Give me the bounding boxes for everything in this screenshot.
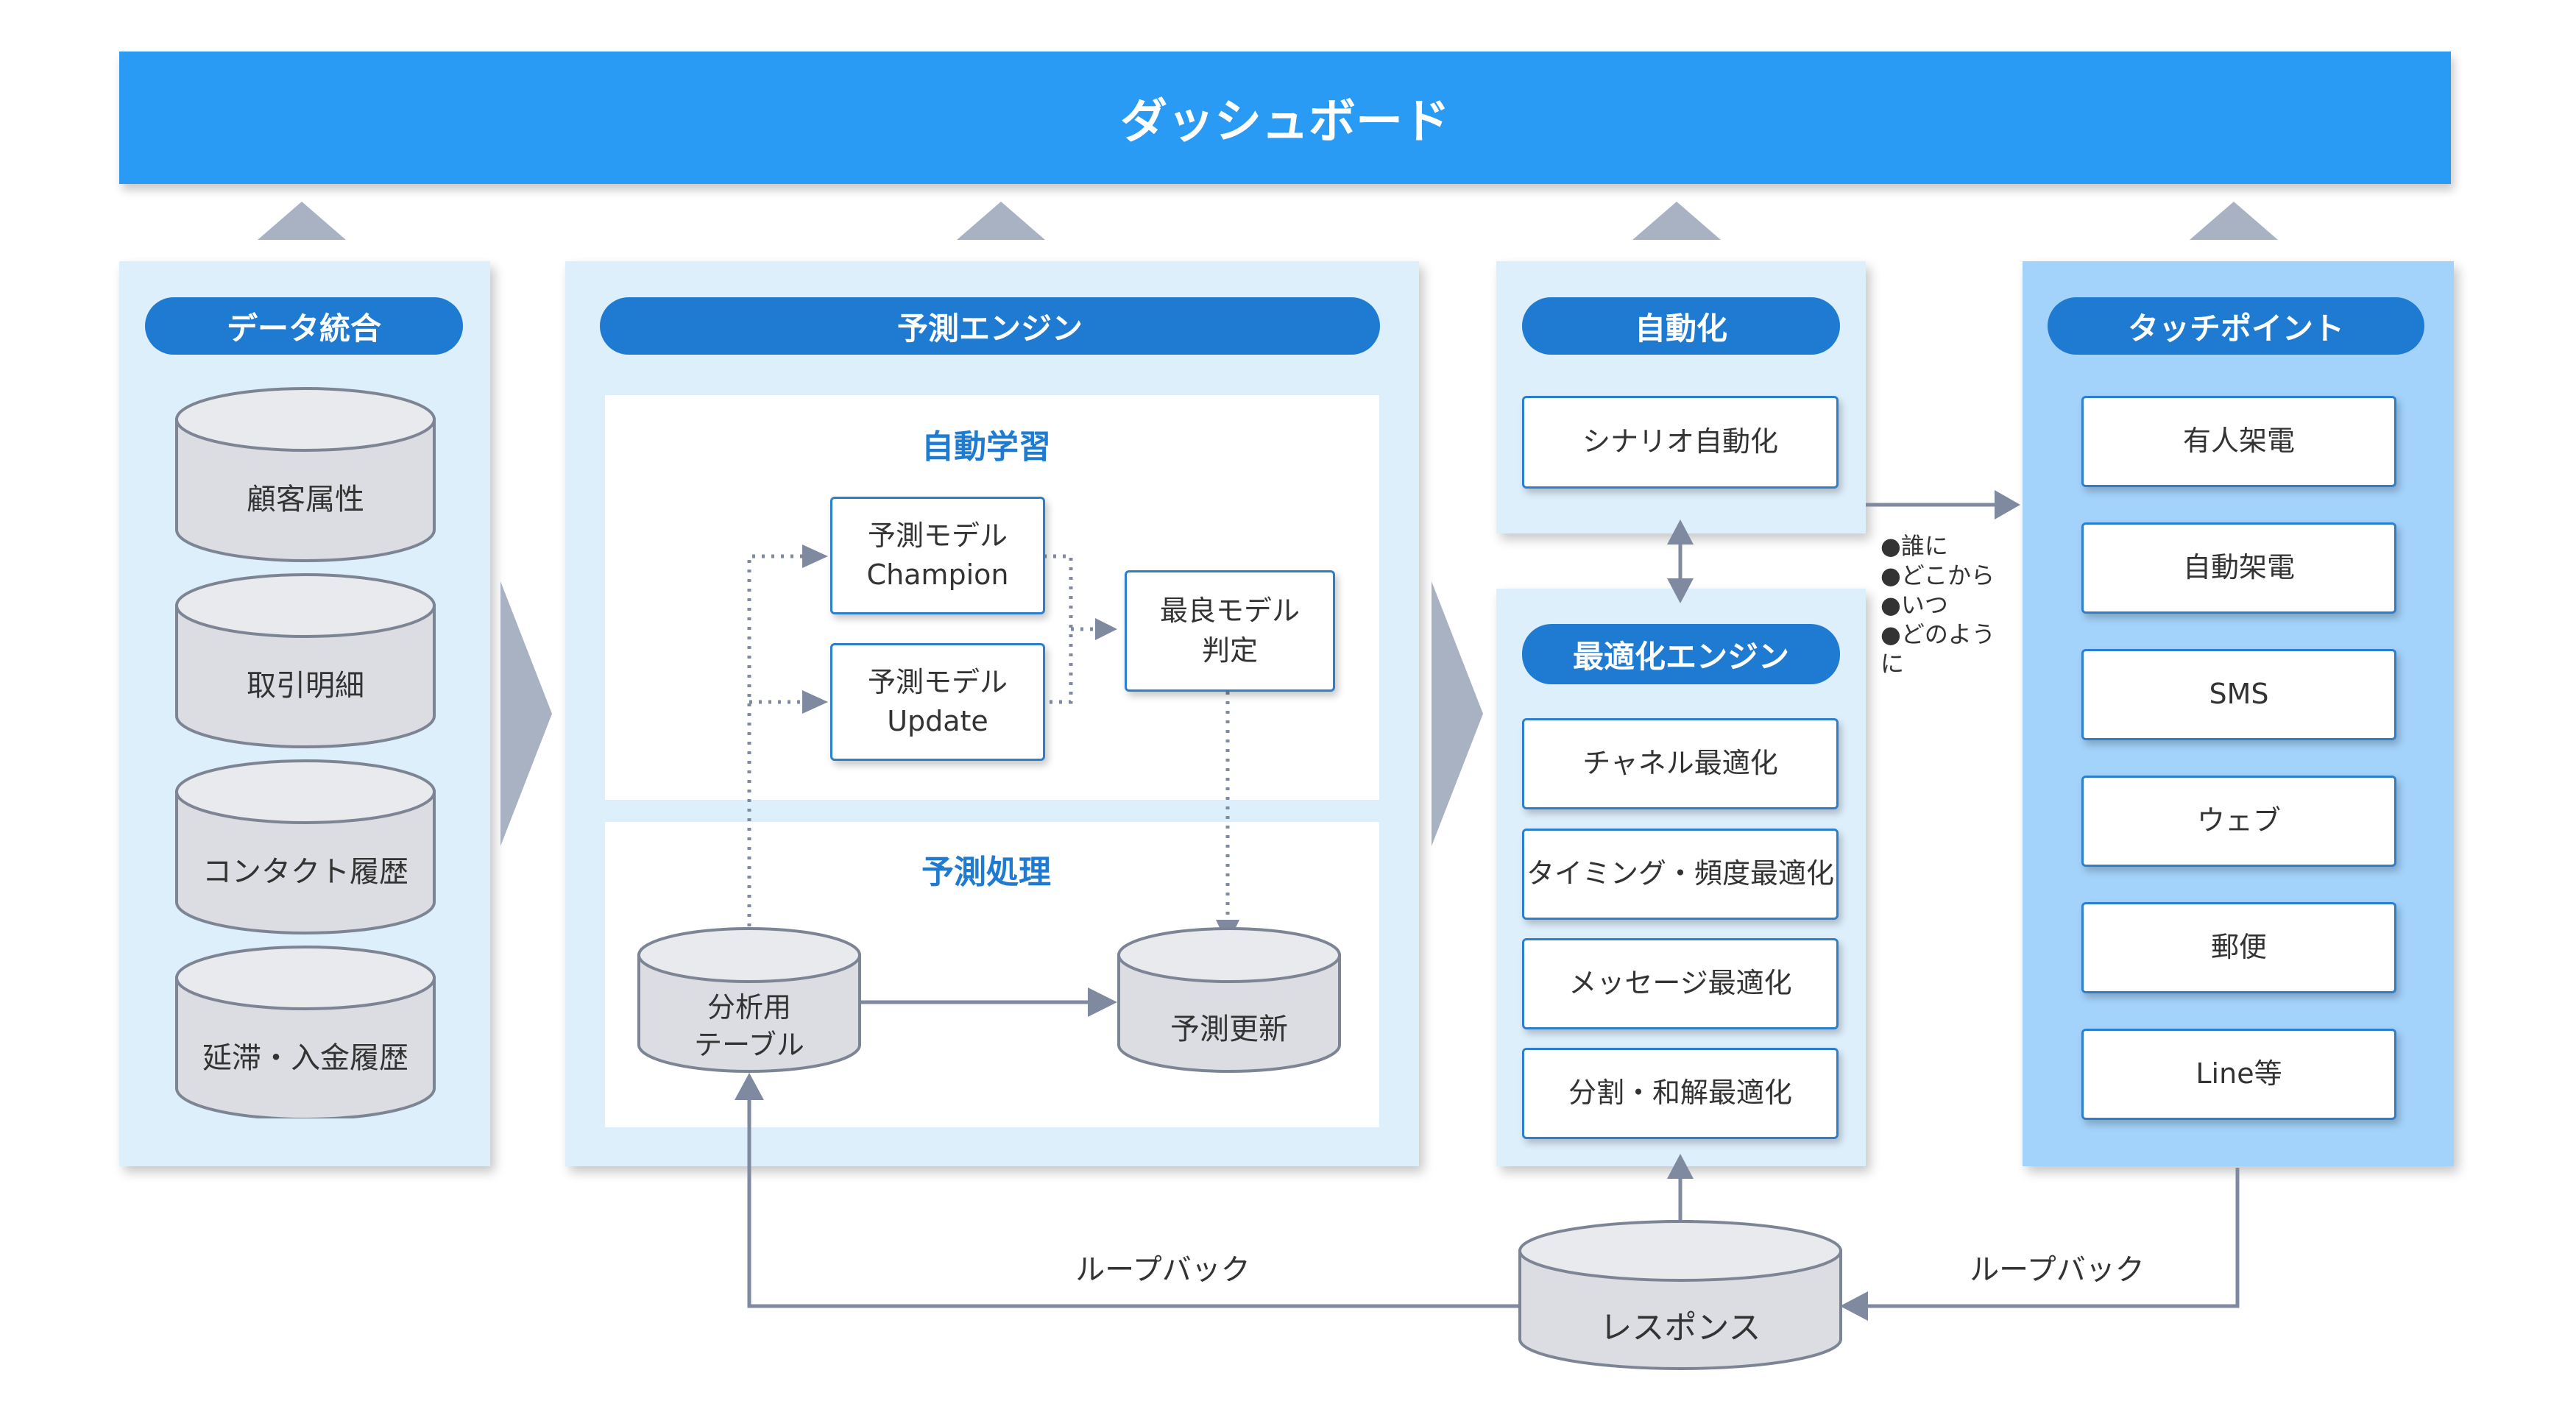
feedback-label-right: ループバック: [1970, 1253, 2145, 1287]
connector-automation-optimization: [1667, 519, 1694, 603]
optimization-engine-title: 最適化エンジン: [1522, 624, 1840, 684]
settlement-optimization-box[interactable]: 分割・和解最適化: [1522, 1048, 1839, 1139]
dashboard-up-arrows: [258, 202, 2278, 240]
flow-arrow-prediction-to-optimization: [1432, 581, 1483, 846]
touchpoint-mail[interactable]: 郵便: [2081, 902, 2396, 993]
touchpoint-sms[interactable]: SMS: [2081, 649, 2396, 740]
cylinder-transaction-details[interactable]: [175, 573, 436, 748]
cylinder-prediction-update[interactable]: [1117, 927, 1341, 1073]
note-who: ●誰に: [1880, 532, 1948, 560]
up-arrow-1: [258, 202, 346, 240]
note-when: ●いつ: [1880, 591, 1948, 619]
feedback-label-left: ループバック: [1075, 1253, 1250, 1287]
auto-learning-title: 自動学習: [921, 428, 1051, 466]
touchpoints-title: タッチポイント: [2048, 297, 2424, 355]
dashboard-bar[interactable]: ダッシュボード: [119, 52, 2451, 184]
dashboard-title: ダッシュボード: [1120, 95, 1450, 149]
connector-touchpoints-response: [1840, 1168, 2240, 1321]
customer-attributes-label: 顧客属性: [247, 483, 364, 517]
contact-history-label: コンタクト履歴: [202, 855, 408, 889]
cylinder-customer-attributes[interactable]: [175, 387, 436, 562]
cylinder-contact-history[interactable]: [175, 759, 436, 934]
data-integration-title: データ統合: [145, 297, 463, 355]
up-arrow-3: [1632, 202, 1721, 240]
automation-title: 自動化: [1522, 297, 1840, 355]
cylinder-analysis-table[interactable]: [637, 927, 861, 1073]
response-label: レスポンス: [1599, 1309, 1761, 1347]
cylinder-payment-history[interactable]: [175, 946, 436, 1118]
channel-optimization-box[interactable]: チャネル最適化: [1522, 718, 1839, 809]
touchpoint-line[interactable]: Line等: [2081, 1029, 2396, 1120]
connector-automation-touchpoints: [1866, 490, 2020, 519]
note-how: ●どのように: [1880, 620, 1995, 678]
scenario-automation-box[interactable]: シナリオ自動化: [1522, 396, 1839, 489]
analysis-table-label: 分析用 テーブル: [694, 990, 804, 1061]
touchpoint-manned-call[interactable]: 有人架電: [2081, 396, 2396, 487]
best-model-box[interactable]: 最良モデル 判定: [1125, 570, 1335, 692]
data-integration-cylinders: [175, 387, 436, 1118]
output-notes: ●誰に ●どこから ●いつ ●どのように: [1880, 531, 2013, 678]
touchpoint-auto-call[interactable]: 自動架電: [2081, 522, 2396, 614]
transaction-details-label: 取引明細: [247, 669, 364, 703]
connector-response-analysis-table: [735, 1073, 1520, 1308]
cylinder-response[interactable]: [1518, 1220, 1842, 1370]
up-arrow-2: [957, 202, 1045, 240]
model-update-box[interactable]: 予測モデル Update: [830, 643, 1045, 761]
prediction-update-label: 予測更新: [1170, 1012, 1288, 1046]
prediction-engine-title: 予測エンジン: [600, 297, 1380, 355]
flow-arrow-data-to-prediction: [500, 581, 552, 846]
payment-history-label: 延滞・入金履歴: [202, 1041, 408, 1075]
message-optimization-box[interactable]: メッセージ最適化: [1522, 938, 1839, 1029]
up-arrow-4: [2190, 202, 2278, 240]
note-where: ●どこから: [1880, 561, 1995, 589]
model-champion-box[interactable]: 予測モデル Champion: [830, 497, 1045, 614]
prediction-processing-title: 予測処理: [921, 854, 1051, 891]
timing-frequency-optimization-box[interactable]: タイミング・頻度最適化: [1522, 829, 1839, 920]
touchpoint-web[interactable]: ウェブ: [2081, 776, 2396, 867]
